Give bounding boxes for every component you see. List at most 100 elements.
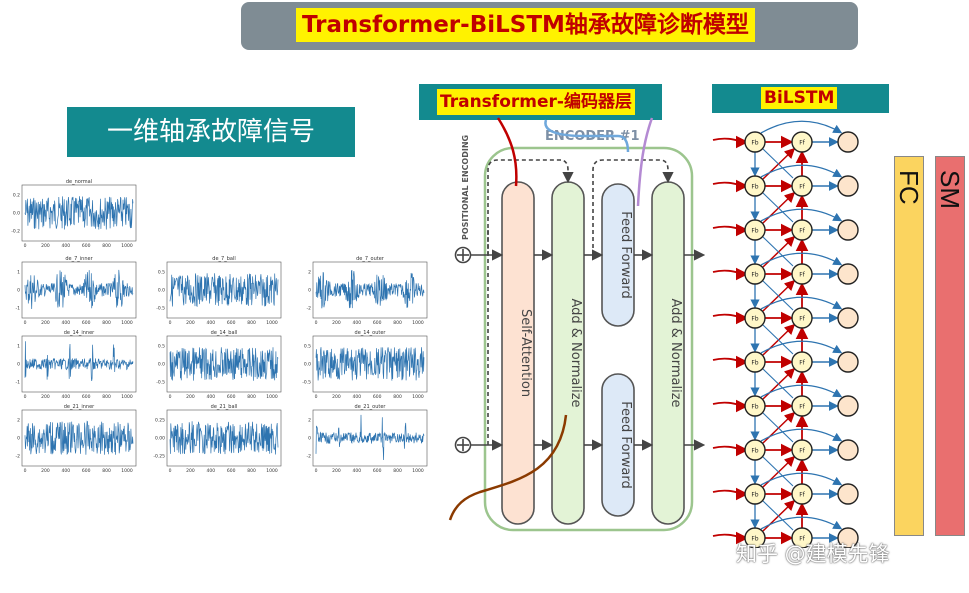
lstm-backward-cell: Fb: [744, 351, 766, 373]
lstm-forward-label: Ff: [799, 360, 805, 367]
plot-xtick: 1000: [121, 394, 133, 400]
lstm-forward-label: Ff: [799, 492, 805, 499]
plot-ytick: 0.0: [158, 288, 165, 294]
plot-xtick: 200: [41, 394, 50, 400]
signal-line: [315, 269, 425, 309]
plot-xtick: 1000: [121, 468, 133, 474]
plot-ytick: 2: [308, 270, 311, 276]
lstm-forward-label: Ff: [799, 184, 805, 191]
plot-xtick: 1000: [121, 320, 133, 326]
plot-ytick: 1: [17, 270, 20, 276]
fc-layer: [894, 156, 924, 536]
positional-encoding-label: POSITIONAL ENCODING: [461, 135, 470, 240]
plot-ytick: -1: [16, 379, 21, 385]
plot-ytick: -0.2: [11, 228, 20, 234]
lstm-backward-label: Fb: [751, 316, 758, 323]
page-title: Transformer-BiLSTM轴承故障诊断模型: [296, 8, 755, 42]
lstm-output-node: [837, 263, 859, 285]
lstm-output-node: [837, 219, 859, 241]
lstm-output-node: [837, 175, 859, 197]
plot-xtick: 600: [82, 468, 91, 474]
lstm-backward-cell: Fb: [744, 307, 766, 329]
lstm-backward-cell: Fb: [744, 527, 766, 548]
lstm-forward-cell: Ff: [791, 219, 813, 241]
plot-xtick: 1000: [121, 243, 133, 249]
plot-xtick: 0: [24, 468, 27, 474]
fc-label: FC: [894, 170, 924, 205]
plot-ytick: -0.25: [153, 453, 165, 459]
plot-xtick: 600: [373, 320, 382, 326]
plot-title: de_21_ball: [211, 404, 238, 410]
plot-xtick: 1000: [412, 394, 424, 400]
plot-ytick: 0.5: [158, 344, 165, 350]
plot-xtick: 0: [169, 320, 172, 326]
plot-ytick: -2: [16, 453, 21, 459]
plot-xtick: 400: [62, 320, 71, 326]
plot-ytick: 0.5: [158, 270, 165, 276]
lstm-backward-cell: Fb: [744, 131, 766, 153]
plot-xtick: 0: [24, 394, 27, 400]
plot-xtick: 0: [24, 320, 27, 326]
plot-xtick: 400: [207, 320, 216, 326]
lstm-backward-label: Fb: [751, 404, 758, 411]
plot-title: de_14_inner: [64, 330, 95, 336]
self-attention-block: [501, 181, 535, 525]
plot-ytick: 2: [17, 418, 20, 424]
plot-xtick: 1000: [412, 468, 424, 474]
signal-section-label: 一维轴承故障信号: [67, 107, 355, 157]
plot-xtick: 1000: [266, 320, 278, 326]
add-positional-icon-bottom: [454, 436, 472, 454]
plot-xtick: 800: [102, 468, 111, 474]
encoder-block-frame: [483, 146, 694, 532]
lstm-backward-label: Fb: [751, 492, 758, 499]
lstm-output-node: [837, 395, 859, 417]
bilstm-header-label: BiLSTM: [761, 87, 838, 109]
plot-ytick: 0: [308, 288, 311, 294]
plot-xtick: 800: [393, 468, 402, 474]
plot-ytick: 0.0: [13, 211, 20, 217]
feed-forward-label-1: Feed Forward: [618, 211, 633, 298]
plot-ytick: -1: [16, 305, 21, 311]
lstm-forward-cell: Ff: [791, 351, 813, 373]
signal-line: [169, 421, 279, 455]
plot-xtick: 0: [315, 394, 318, 400]
lstm-output-node: [837, 439, 859, 461]
plot-xtick: 600: [227, 394, 236, 400]
plot-ytick: 0.2: [13, 193, 20, 199]
plot-title: de_21_outer: [355, 404, 387, 410]
plot-xtick: 800: [393, 394, 402, 400]
plot-title: de_7_outer: [356, 256, 385, 262]
plot-xtick: 0: [24, 243, 27, 249]
output-flow-curve-brown: [448, 414, 568, 521]
plot-ytick: -2: [307, 305, 312, 311]
encoder-flow-arrows: [471, 249, 706, 451]
lstm-output-node: [837, 131, 859, 153]
lstm-output-node: [837, 307, 859, 329]
plot-xtick: 0: [169, 468, 172, 474]
lstm-backward-label: Fb: [751, 140, 758, 147]
plot-xtick: 400: [353, 468, 362, 474]
plot-xtick: 400: [62, 394, 71, 400]
lstm-backward-label: Fb: [751, 360, 758, 367]
plot-ytick: 0: [17, 362, 20, 368]
plot-xtick: 1000: [266, 394, 278, 400]
plot-xtick: 200: [41, 320, 50, 326]
plot-xtick: 400: [62, 468, 71, 474]
plot-ytick: 0: [308, 436, 311, 442]
plot-ytick: 2: [308, 418, 311, 424]
lstm-backward-label: Fb: [751, 272, 758, 279]
plot-ytick: -2: [307, 453, 312, 459]
plot-xtick: 800: [247, 468, 256, 474]
encoder-diagram: ENCODER #1 POSITIONAL ENCODING Self-Atte…: [448, 117, 706, 532]
plot-xtick: 0: [169, 394, 172, 400]
lstm-backward-label: Fb: [751, 536, 758, 543]
lstm-forward-cell: Ff: [791, 263, 813, 285]
